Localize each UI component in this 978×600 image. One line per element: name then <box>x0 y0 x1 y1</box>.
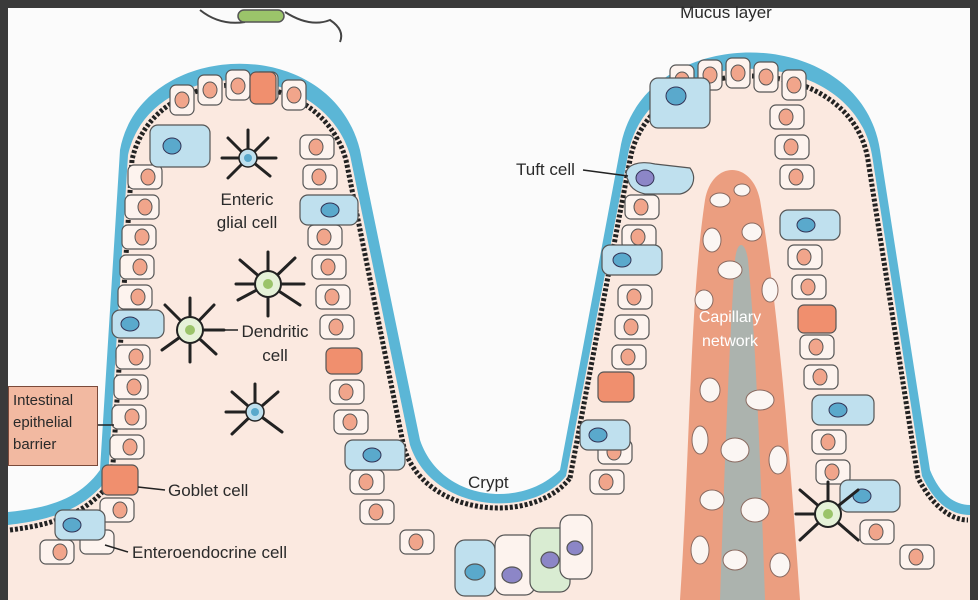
label-crypt: Crypt <box>468 473 509 492</box>
label-enteric-glial-line2: glial cell <box>217 213 277 232</box>
epithelium-right-villus <box>579 57 935 570</box>
label-capillary-line2: network <box>702 333 759 350</box>
label-enteroendocrine-cell: Enteroendocrine cell <box>132 543 287 562</box>
label-dendritic-line2: cell <box>262 346 288 365</box>
label-dendritic-line1: Dendritic <box>241 322 309 341</box>
goblet-cells-left <box>101 71 363 496</box>
label-enteric-glial-line1: Enteric <box>221 190 274 209</box>
barrier-label-line3: barrier <box>13 436 57 453</box>
label-goblet-cell: Goblet cell <box>168 481 248 500</box>
label-mucus-layer: Mucus layer <box>680 3 772 22</box>
dendritic-cell-4 <box>794 480 860 542</box>
crypt-cells <box>454 514 593 597</box>
barrier-label-line1: Intestinal <box>13 392 74 409</box>
dendritic-cell-2 <box>160 296 226 364</box>
intestinal-epithelial-barrier-label: Intestinal epithelial barrier <box>8 386 98 466</box>
label-pointers <box>98 169 629 553</box>
label-capillary-line1: Capillary <box>699 309 761 326</box>
capillary-network <box>680 170 800 600</box>
bacteria-group <box>199 9 343 43</box>
basement-membrane-right <box>567 73 969 523</box>
epithelium-left-villus <box>39 69 435 565</box>
dendritic-cell-3 <box>224 382 284 436</box>
barrier-label-line2: epithelial <box>13 414 73 431</box>
dendritic-cell-1 <box>234 250 306 318</box>
enteric-glial-cell <box>220 128 278 180</box>
goblet-cells-right <box>597 304 837 403</box>
label-tuft-cell: Tuft cell <box>516 160 575 179</box>
